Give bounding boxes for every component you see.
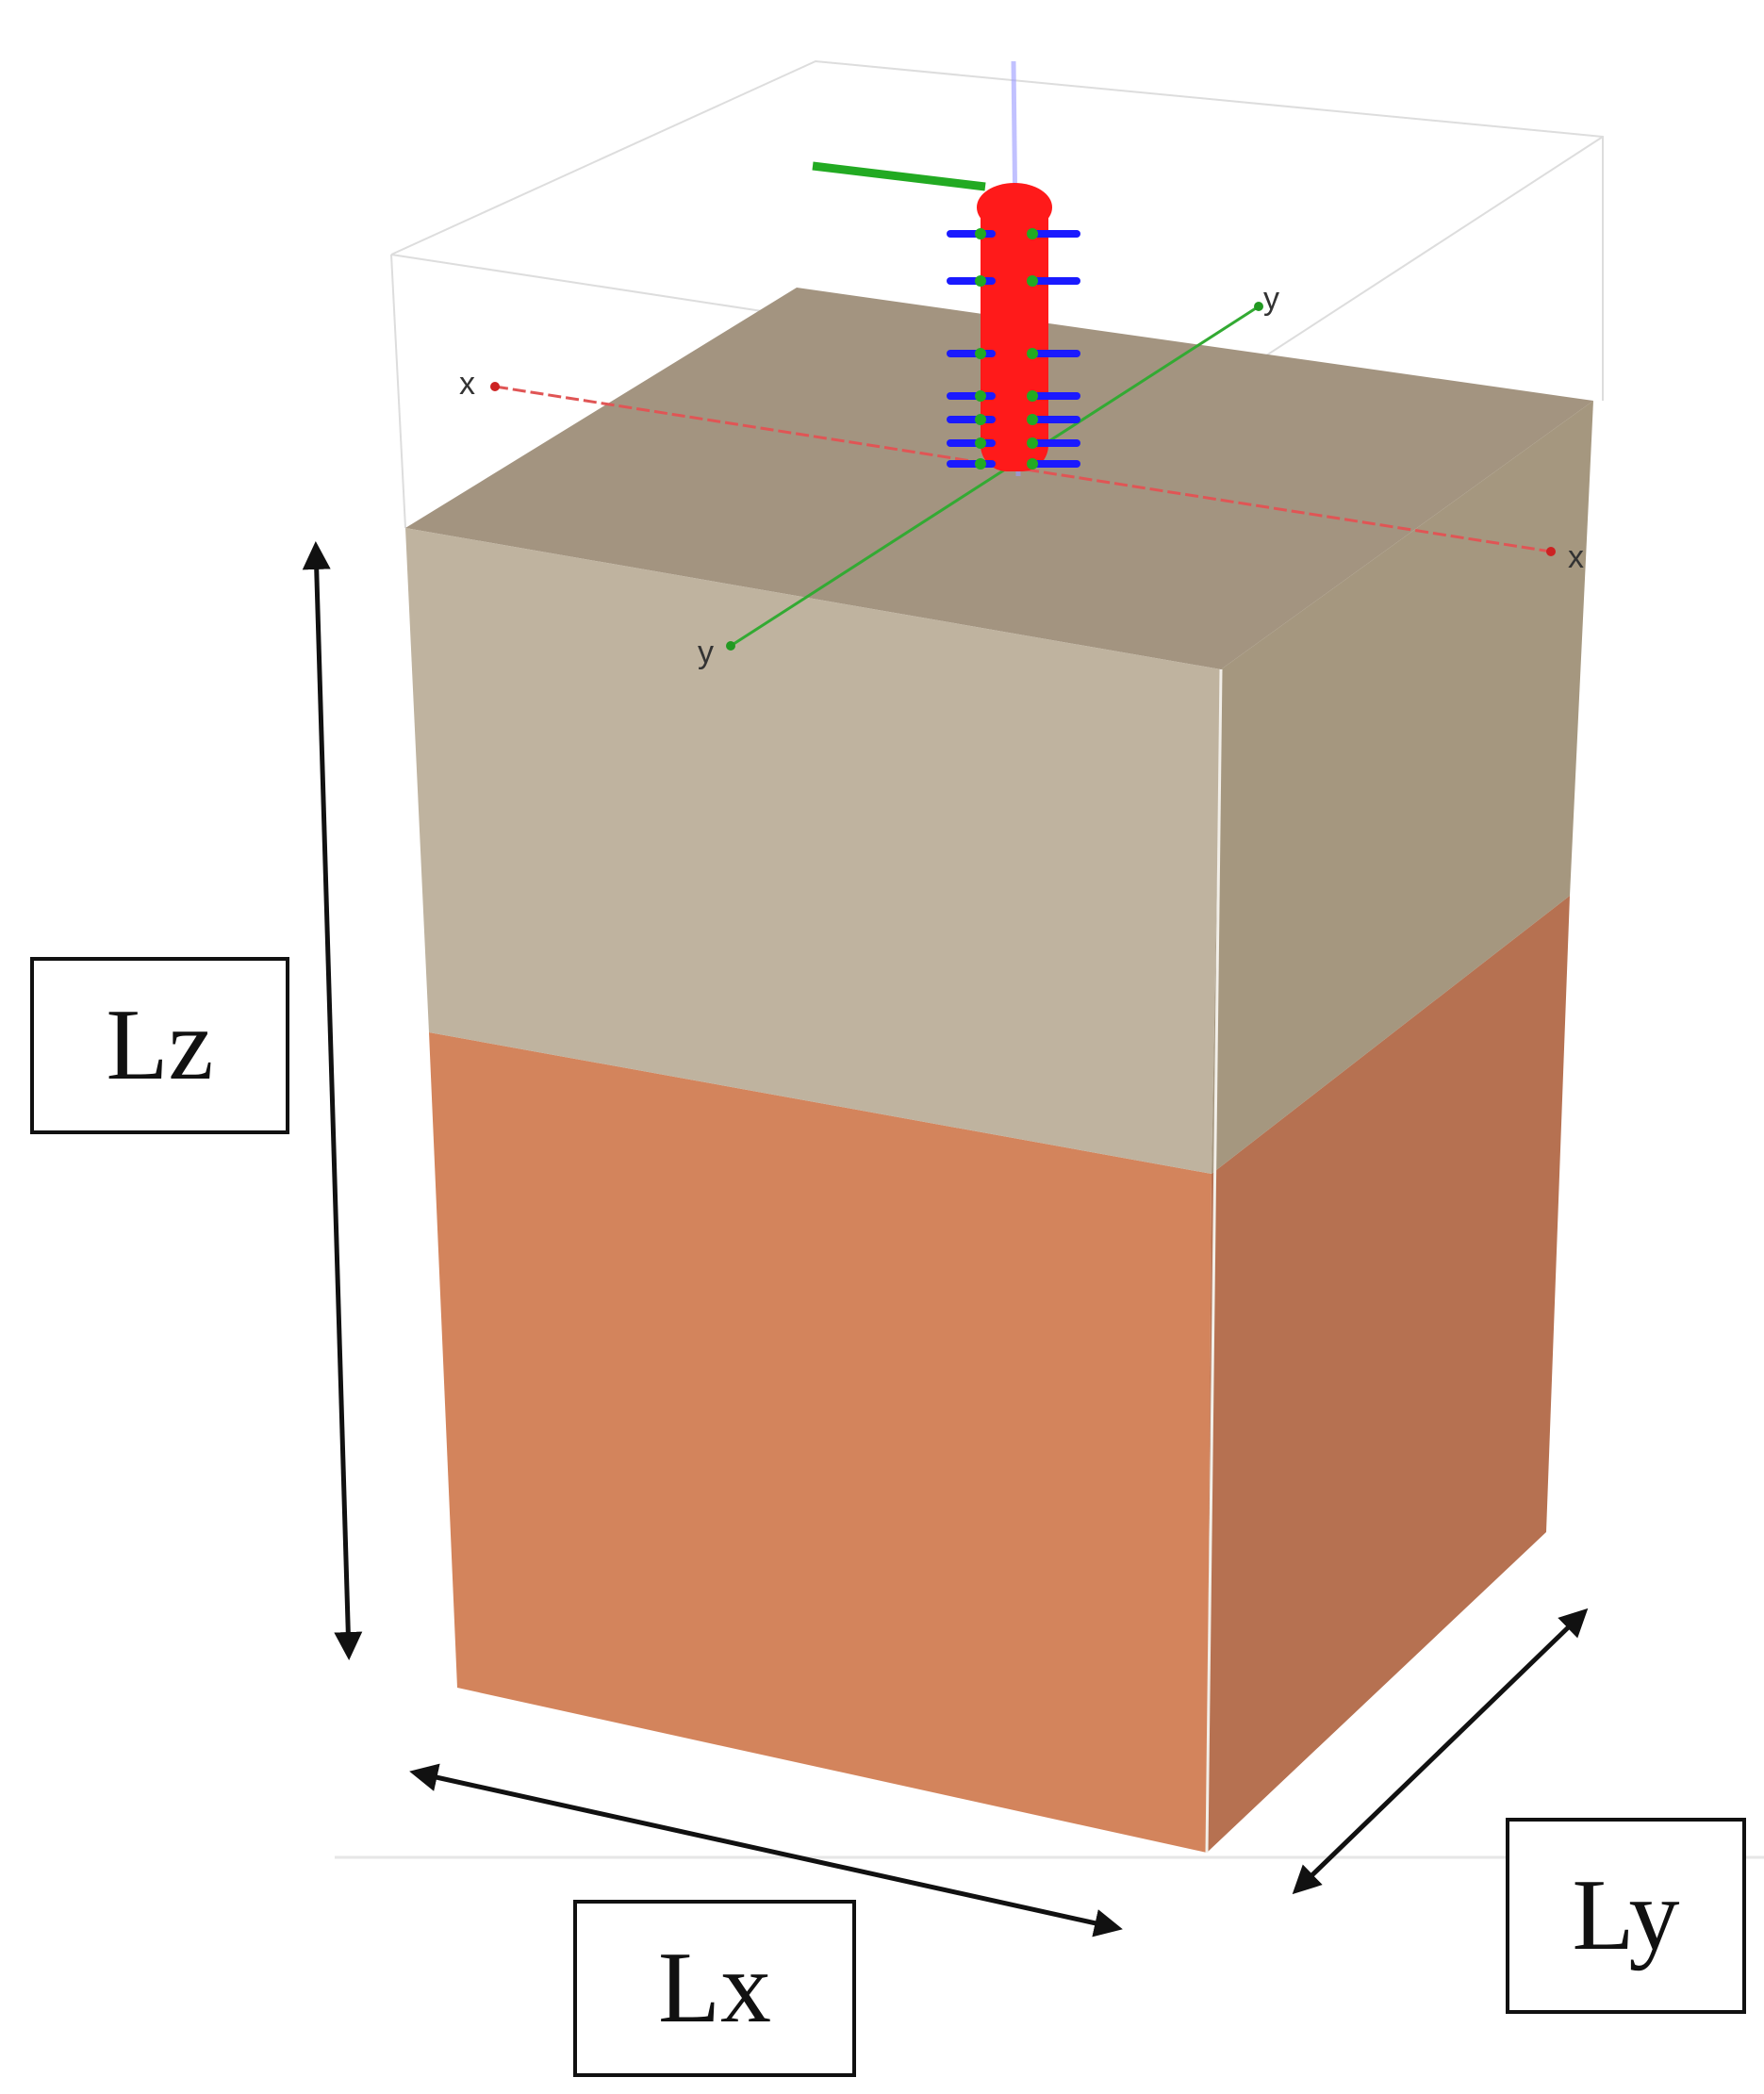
upper-layer-top-face: [405, 288, 1593, 669]
ly-label-box: Ly: [1506, 1818, 1746, 2014]
anchor-node: [1027, 414, 1038, 425]
x-axis-tag-right: x: [1568, 539, 1584, 575]
y-axis-line: [730, 305, 1260, 648]
upper-layer-side-face: [1212, 401, 1593, 1174]
lx-dimension-arrow: [409, 1763, 1123, 1937]
y-axis-tag-top: y: [1263, 281, 1279, 317]
pile-structure: [812, 161, 1080, 471]
anchor-node: [975, 348, 986, 359]
lz-dimension-arrow: [302, 541, 363, 1660]
lz-label-box: Lz: [30, 957, 289, 1134]
x-axis-tag-left: x: [459, 366, 475, 402]
load-line: [812, 161, 986, 191]
lower-layer-front-face: [429, 1032, 1212, 1853]
anchor-node: [1027, 348, 1038, 359]
pile-anchors: [947, 228, 1080, 470]
anchor-node: [975, 275, 986, 287]
anchor-node: [1027, 228, 1038, 239]
x-axis-line: [494, 385, 1552, 553]
anchor-node: [975, 458, 986, 470]
anchor-node: [1027, 437, 1038, 449]
y-axis-tag-bottom: y: [698, 635, 714, 670]
anchor-node: [1027, 390, 1038, 402]
front-edge: [1205, 668, 1223, 1854]
upper-layer-front-face: [405, 528, 1221, 1174]
anchor-node: [1027, 458, 1038, 470]
anchor-node: [1027, 275, 1038, 287]
anchor-node: [975, 414, 986, 425]
anchor-node: [975, 437, 986, 449]
ly-dimension-arrow: [1292, 1608, 1589, 1895]
anchor-node: [975, 228, 986, 239]
lx-label-box: Lx: [573, 1900, 856, 2077]
anchor-node: [975, 390, 986, 402]
